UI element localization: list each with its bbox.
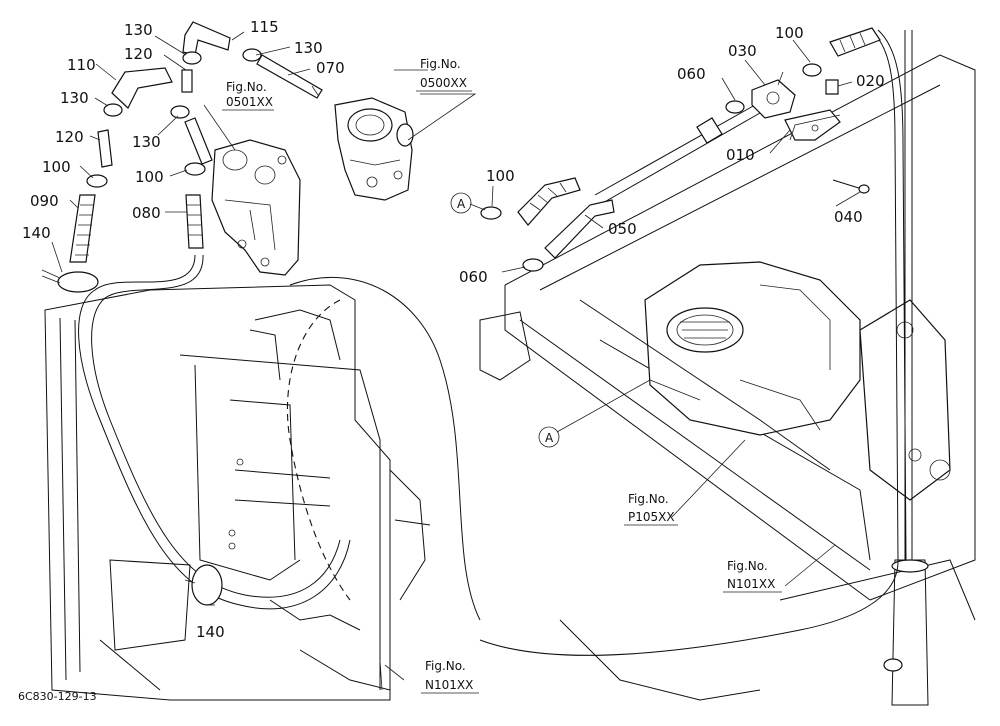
fitting-020 xyxy=(825,79,839,95)
figref-n101xx-left: Fig.No. N101XX xyxy=(421,659,479,694)
flywheel-housing xyxy=(579,261,951,501)
water-pump-housing xyxy=(211,139,301,276)
part-label-030: 030 xyxy=(728,42,757,60)
part-label-060-bottom: 060 xyxy=(459,268,488,286)
part-label-100-mid: 100 xyxy=(135,168,164,186)
figref-0500xx: Fig.No. 0500XX xyxy=(416,57,472,92)
drain-valve-030 xyxy=(751,71,796,119)
hose-080 xyxy=(185,194,204,249)
svg-text:Fig.No.: Fig.No. xyxy=(425,659,466,673)
pipe-120-upper xyxy=(181,69,193,93)
part-label-050: 050 xyxy=(608,220,637,238)
part-label-120-lower: 120 xyxy=(55,128,84,146)
hose-to-valve xyxy=(479,29,907,656)
figref-0501xx: Fig.No. 0501XX xyxy=(222,80,274,111)
long-hose-left xyxy=(78,254,481,621)
clamps-right xyxy=(480,63,822,272)
part-label-090: 090 xyxy=(30,192,59,210)
part-label-115: 115 xyxy=(250,18,279,36)
marker-a-lower: A xyxy=(538,426,560,448)
part-label-100-left: 100 xyxy=(42,158,71,176)
svg-text:0501XX: 0501XX xyxy=(226,95,273,109)
clamps-left xyxy=(86,48,262,188)
svg-text:P105XX: P105XX xyxy=(628,510,675,524)
marker-a-upper: A xyxy=(450,192,472,214)
svg-text:Fig.No.: Fig.No. xyxy=(628,492,669,506)
pipe-120-lower xyxy=(97,129,113,168)
part-label-010: 010 xyxy=(726,146,755,164)
part-label-110: 110 xyxy=(67,56,96,74)
bracket-010 xyxy=(784,109,841,141)
part-labels: 115 130 120 130 070 110 130 120 130 100 … xyxy=(22,18,885,641)
svg-text:Fig.No.: Fig.No. xyxy=(226,80,267,94)
figref-n101xx-right: Fig.No. N101XX xyxy=(723,559,782,593)
hose-115 xyxy=(182,21,231,56)
part-label-140-upper: 140 xyxy=(22,224,51,242)
pipe-070 xyxy=(256,54,323,99)
clamp-140-upper xyxy=(41,269,99,293)
part-label-130-top-right: 130 xyxy=(294,39,323,57)
thermostat-housing xyxy=(334,97,414,201)
part-label-100-top-right: 100 xyxy=(775,24,804,42)
part-label-060-top: 060 xyxy=(677,65,706,83)
figure-references: Fig.No. 0501XX Fig.No. 0500XX Fig.No. P1… xyxy=(222,57,782,694)
part-label-070: 070 xyxy=(316,59,345,77)
part-label-130-mid-left: 130 xyxy=(60,89,89,107)
pipe-short xyxy=(184,117,213,165)
part-label-080: 080 xyxy=(132,204,161,222)
part-label-140-lower: 140 xyxy=(196,623,225,641)
part-label-100-right: 100 xyxy=(486,167,515,185)
svg-text:A: A xyxy=(457,197,466,211)
hose-110 xyxy=(111,67,173,109)
clamp-140-lower xyxy=(184,564,223,606)
figref-p105xx: Fig.No. P105XX xyxy=(624,492,678,526)
svg-text:A: A xyxy=(545,431,554,445)
part-label-130-top-left: 130 xyxy=(124,21,153,39)
part-label-130-mid: 130 xyxy=(132,133,161,151)
hose-050 xyxy=(517,177,615,259)
radiator-frame xyxy=(44,284,431,701)
svg-text:Fig.No.: Fig.No. xyxy=(727,559,768,573)
leader-lines xyxy=(51,31,861,691)
drawing-code: 6C830-129-13 xyxy=(18,690,97,703)
part-label-020: 020 xyxy=(856,72,885,90)
bolt-040 xyxy=(832,179,870,194)
svg-text:Fig.No.: Fig.No. xyxy=(420,57,461,71)
hose-top-right xyxy=(829,27,881,57)
pipe-short-right xyxy=(696,117,723,144)
part-label-040: 040 xyxy=(834,208,863,226)
part-label-120-upper: 120 xyxy=(124,45,153,63)
hose-090 xyxy=(69,194,96,263)
svg-text:0500XX: 0500XX xyxy=(420,76,467,90)
svg-text:N101XX: N101XX xyxy=(425,678,473,692)
svg-text:N101XX: N101XX xyxy=(727,577,775,591)
